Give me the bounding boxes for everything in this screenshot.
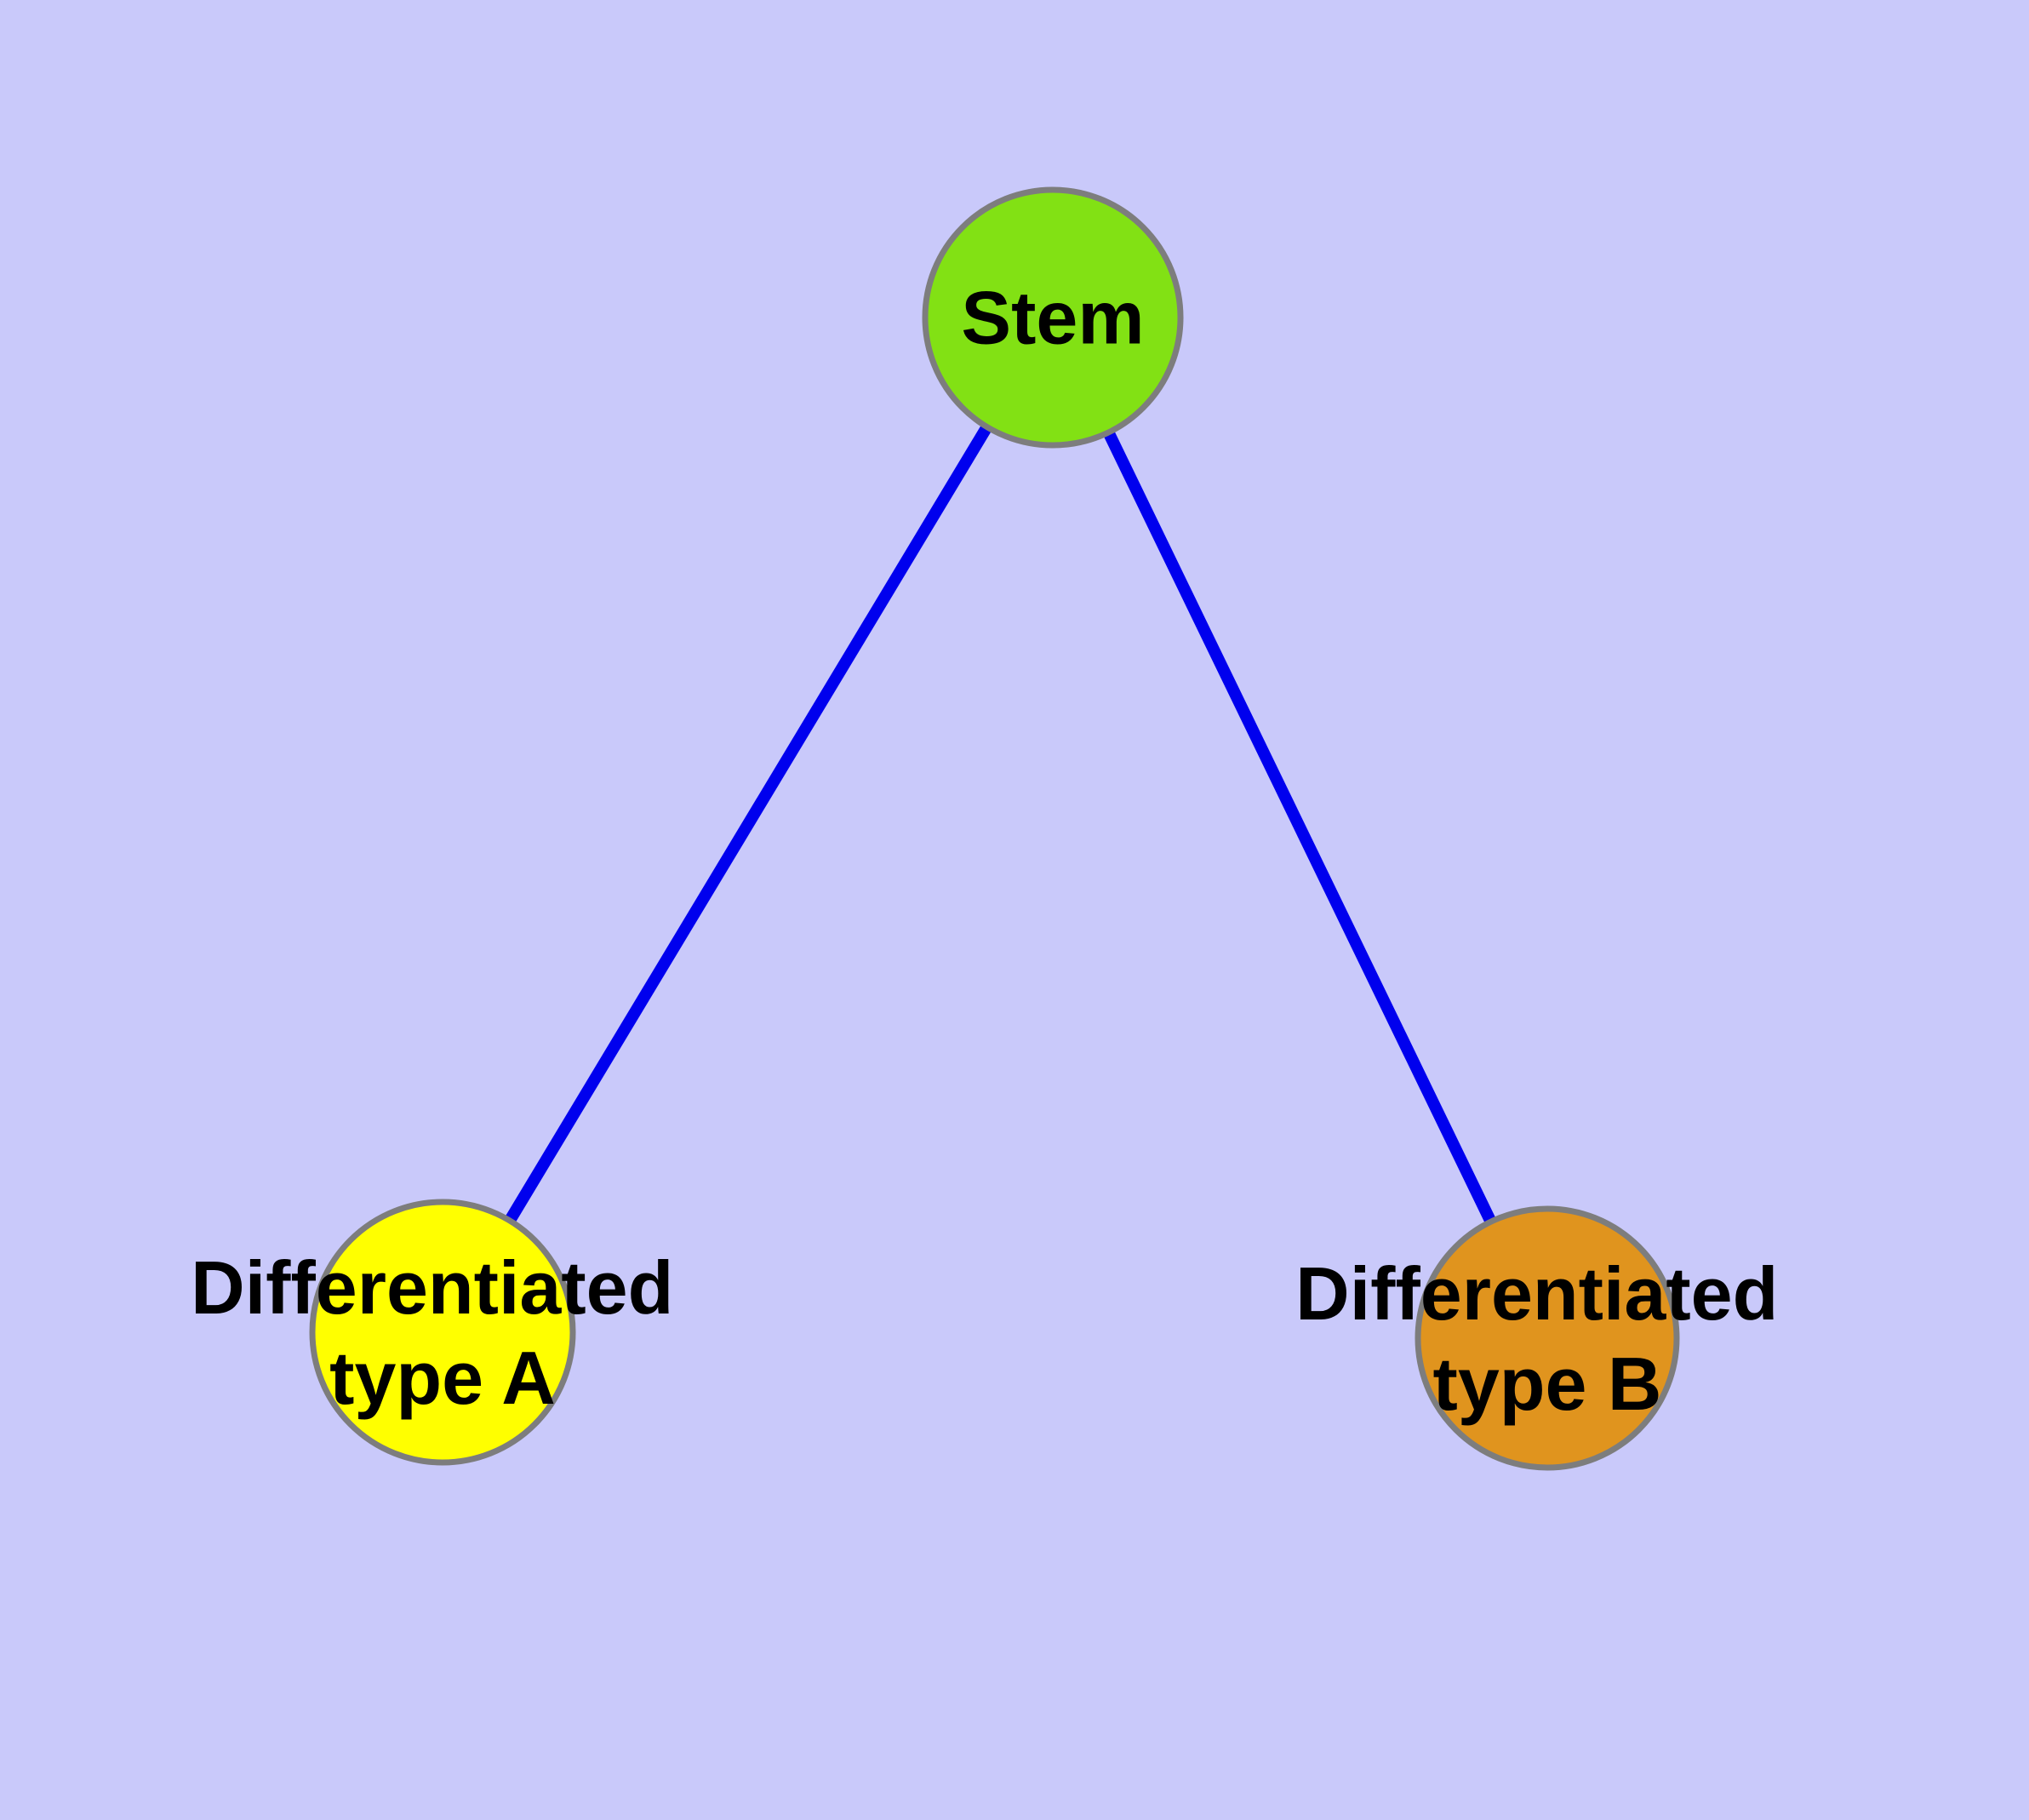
edge-stem-to-type-b (1047, 314, 1553, 1342)
node-label-differentiated-type-a: Differentiated type A (191, 1245, 694, 1420)
node-label-type-a-line1: Differentiated (191, 1245, 673, 1330)
node-stem (922, 186, 1184, 449)
node-label-type-a-line2: type A (329, 1336, 556, 1420)
node-label-differentiated-type-b: Differentiated type B (1295, 1251, 1799, 1426)
node-differentiated-type-a (309, 1199, 576, 1466)
edge-stem-to-type-a (437, 314, 1058, 1336)
node-label-type-b-line2: type B (1433, 1342, 1662, 1426)
node-label-stem: Stem (961, 276, 1144, 360)
node-label-type-b-line1: Differentiated (1295, 1251, 1778, 1336)
node-differentiated-type-b (1415, 1205, 1680, 1471)
